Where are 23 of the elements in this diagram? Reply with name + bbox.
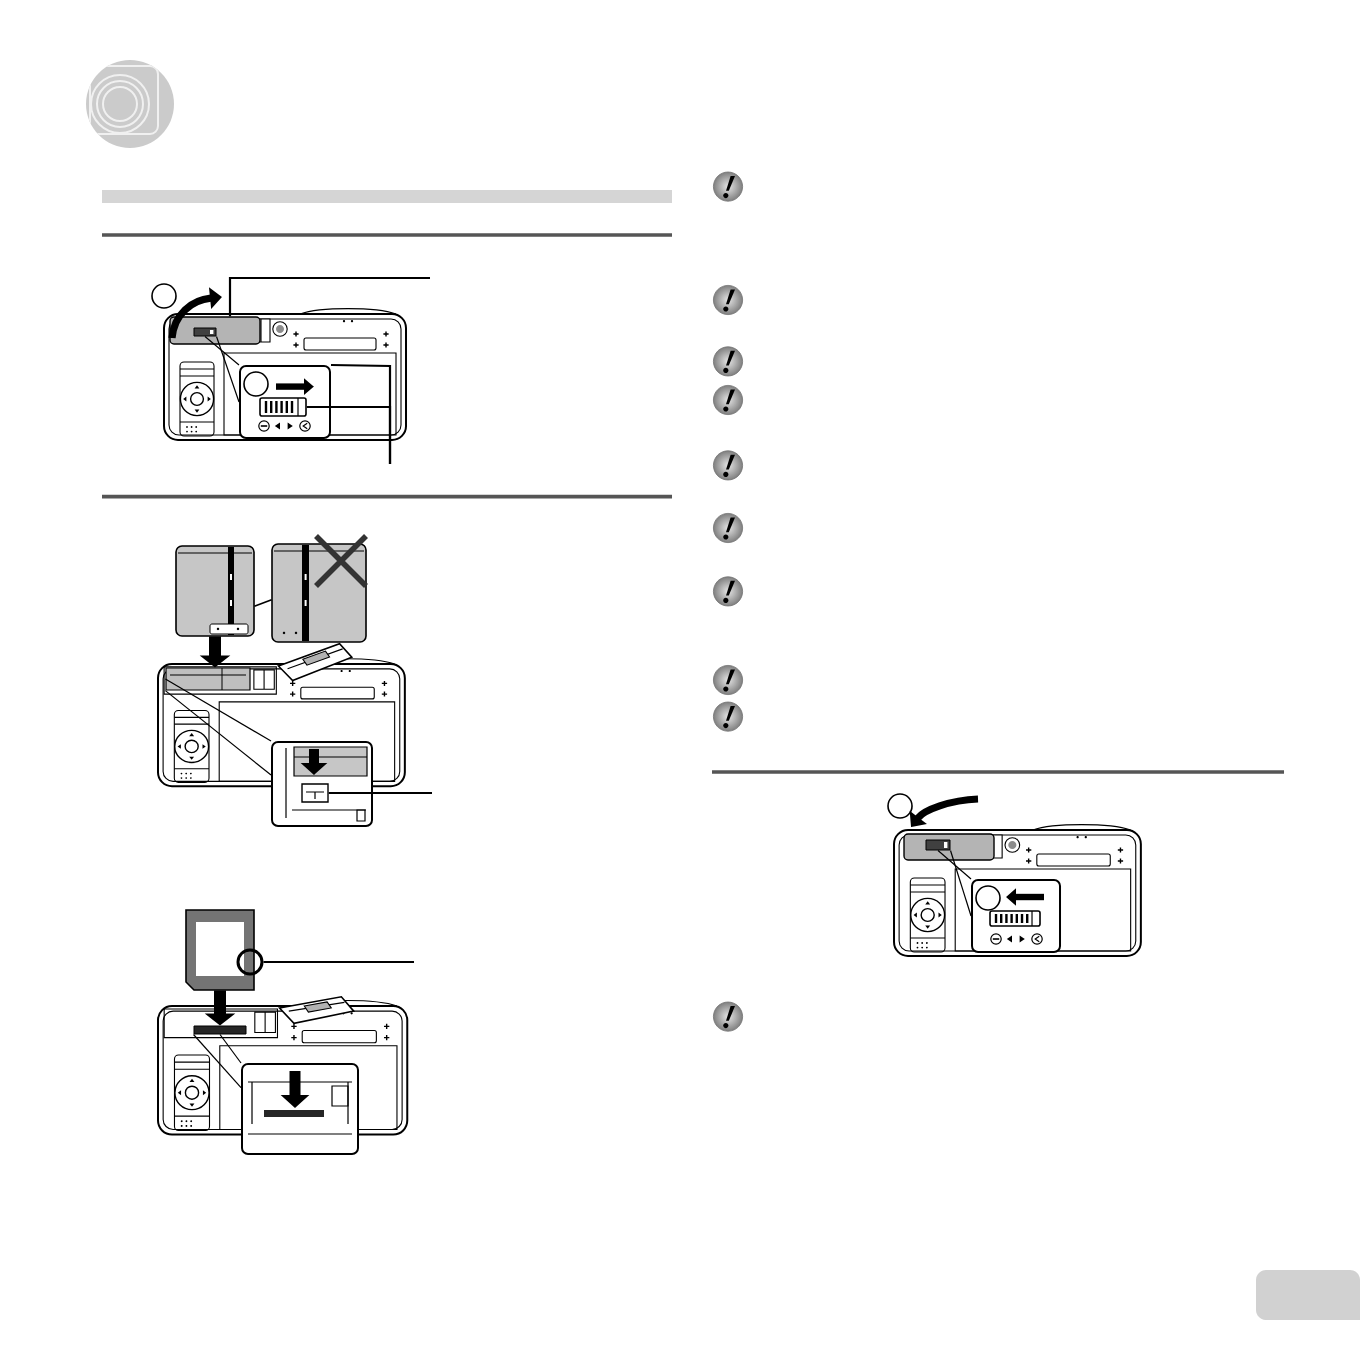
- slot-detail-drawing: [241, 1063, 359, 1155]
- lock-switch: [925, 839, 951, 851]
- battery-lock: [301, 783, 329, 803]
- zoom-line: [219, 1033, 242, 1064]
- leader-line: [306, 405, 392, 464]
- leader-line: [263, 960, 414, 964]
- zoom-line: [215, 335, 240, 403]
- zoom-line: [949, 849, 972, 917]
- leader-line: [328, 791, 432, 795]
- card-slot: [193, 1025, 247, 1035]
- memory-card-drawing: [185, 909, 255, 991]
- zoom-line: [164, 690, 272, 776]
- lock-switch: [193, 327, 217, 337]
- zoom-line: [192, 1033, 242, 1089]
- zoom-line: [204, 335, 240, 366]
- zoom-line: [164, 678, 272, 742]
- zoom-line: [937, 849, 972, 880]
- leader-line: [228, 276, 430, 317]
- highlight-circle: [236, 948, 264, 976]
- battery-slot: [165, 667, 251, 691]
- battery-drawing: [271, 543, 367, 643]
- lock-knob: [259, 397, 307, 417]
- battery-drawing: [175, 545, 255, 637]
